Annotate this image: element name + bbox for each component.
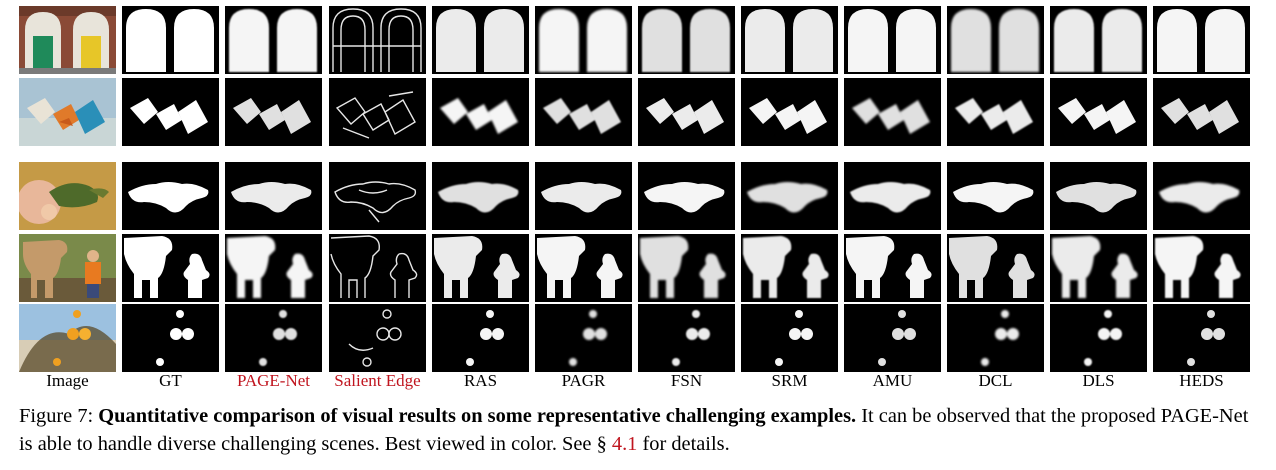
gt-map-oranges: [122, 304, 219, 372]
ras-map-goat-child: [432, 234, 529, 302]
srm-map-goat-child: [741, 234, 838, 302]
ras-map-oranges: [432, 304, 529, 372]
srm-map-doors: [741, 6, 838, 74]
salient-edge-map-pillows: [329, 78, 426, 146]
gt-map-goat-child: [122, 234, 219, 302]
pagr-map-pillows: [535, 78, 632, 146]
pagr-map-goat-child: [535, 234, 632, 302]
result-row-oranges: [19, 304, 1255, 372]
gt-map-turtle: [122, 162, 219, 230]
dcl-map-doors: [947, 6, 1044, 74]
amu-map-goat-child: [844, 234, 941, 302]
fsn-map-doors: [638, 6, 735, 74]
heds-map-oranges: [1153, 304, 1250, 372]
page-net-map-goat-child: [225, 234, 322, 302]
section-ref-link[interactable]: 4.1: [611, 433, 638, 455]
column-label-pagr: PAGR: [561, 371, 606, 390]
column-label-srm: SRM: [771, 371, 808, 390]
heds-map-goat-child: [1153, 234, 1250, 302]
dls-map-turtle: [1050, 162, 1147, 230]
salient-edge-map-oranges: [329, 304, 426, 372]
ras-map-pillows: [432, 78, 529, 146]
input-image-pillows: [19, 78, 116, 146]
page-net-map-pillows: [225, 78, 322, 146]
heds-map-doors: [1153, 6, 1250, 74]
ras-map-doors: [432, 6, 529, 74]
column-label-amu: AMU: [872, 371, 913, 390]
amu-map-turtle: [844, 162, 941, 230]
column-label-salient-edge: Salient Edge: [334, 371, 421, 390]
result-row-doors: [19, 6, 1255, 74]
pagr-map-doors: [535, 6, 632, 74]
amu-map-doors: [844, 6, 941, 74]
page-net-map-oranges: [225, 304, 322, 372]
dcl-map-oranges: [947, 304, 1044, 372]
gt-map-pillows: [122, 78, 219, 146]
result-row-turtle: [19, 162, 1255, 230]
dcl-map-pillows: [947, 78, 1044, 146]
dls-map-goat-child: [1050, 234, 1147, 302]
column-labels: Image GT PAGE-Net Salient Edge RAS PAGR FSN SRM…: [19, 370, 1255, 392]
pagr-map-oranges: [535, 304, 632, 372]
column-label-page-net: PAGE-Net: [236, 371, 311, 390]
dls-map-pillows: [1050, 78, 1147, 146]
srm-map-pillows: [741, 78, 838, 146]
column-label-image: Image: [46, 371, 89, 390]
caption-text: It can be observed that the proposed PAG…: [19, 405, 1249, 455]
amu-map-pillows: [844, 78, 941, 146]
salient-edge-map-goat-child: [329, 234, 426, 302]
fsn-map-pillows: [638, 78, 735, 146]
column-label-dls: DLS: [1082, 371, 1115, 390]
amu-map-oranges: [844, 304, 941, 372]
page-net-map-doors: [225, 6, 322, 74]
figure-caption: Figure 7: Quantitative comparison of vis…: [19, 402, 1259, 458]
ras-map-turtle: [432, 162, 529, 230]
fsn-map-oranges: [638, 304, 735, 372]
salient-edge-map-doors: [329, 6, 426, 74]
caption-prefix: Figure 7:: [19, 405, 99, 427]
column-label-gt: GT: [159, 371, 182, 390]
srm-map-turtle: [741, 162, 838, 230]
dcl-map-goat-child: [947, 234, 1044, 302]
dls-map-doors: [1050, 6, 1147, 74]
result-row-pillows: [19, 78, 1255, 146]
column-label-heds: HEDS: [1179, 371, 1224, 390]
fsn-map-goat-child: [638, 234, 735, 302]
column-label-ras: RAS: [463, 371, 498, 390]
result-row-goat-child: [19, 234, 1255, 302]
column-label-dcl: DCL: [978, 371, 1013, 390]
gt-map-doors: [122, 6, 219, 74]
heds-map-turtle: [1153, 162, 1250, 230]
heds-map-pillows: [1153, 78, 1250, 146]
srm-map-oranges: [741, 304, 838, 372]
pagr-map-turtle: [535, 162, 632, 230]
caption-suffix: for details.: [637, 433, 730, 455]
input-image-turtle: [19, 162, 116, 230]
fsn-map-turtle: [638, 162, 735, 230]
salient-edge-map-turtle: [329, 162, 426, 230]
page-net-map-turtle: [225, 162, 322, 230]
input-image-goat-child: [19, 234, 116, 302]
dcl-map-turtle: [947, 162, 1044, 230]
caption-bold: Quantitative comparison of visual result…: [98, 405, 857, 427]
dls-map-oranges: [1050, 304, 1147, 372]
input-image-oranges: [19, 304, 116, 372]
column-label-fsn: FSN: [670, 371, 703, 390]
input-image-doors: [19, 6, 116, 74]
